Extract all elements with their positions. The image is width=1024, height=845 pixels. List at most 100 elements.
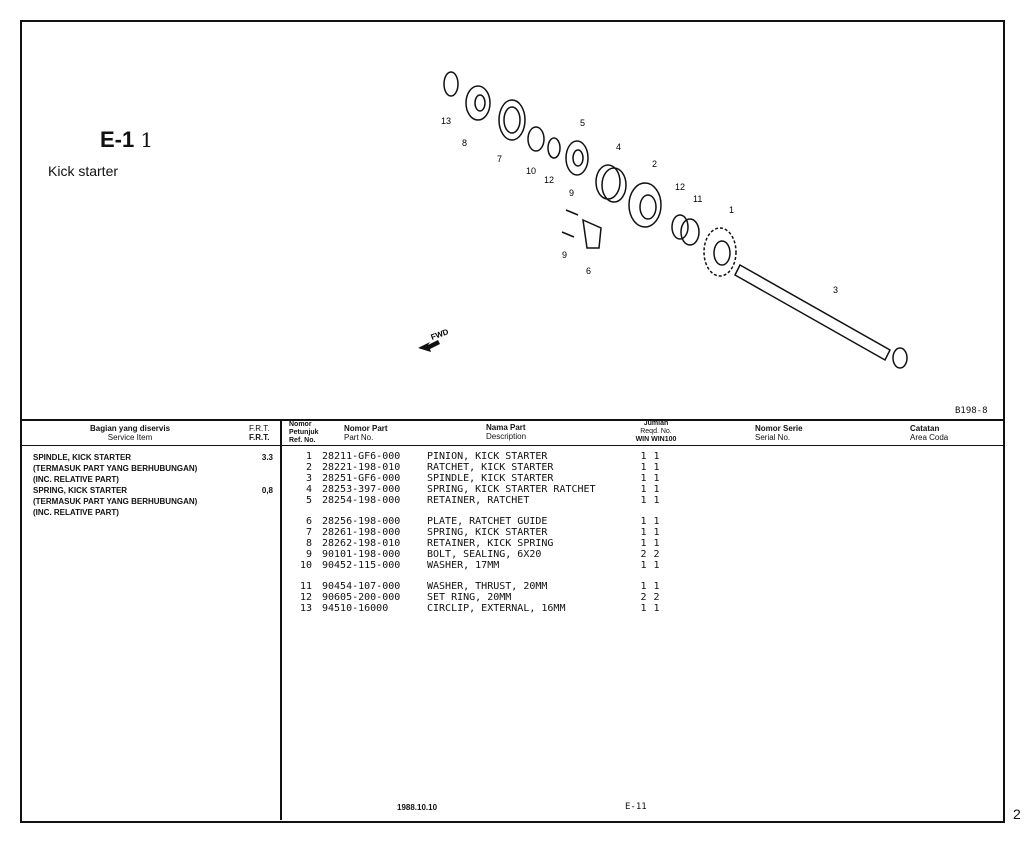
cell-ref: 13 bbox=[299, 603, 312, 614]
cell-part: 28256-198-000 bbox=[322, 516, 401, 527]
cell-desc: RETAINER, RATCHET bbox=[427, 495, 530, 506]
header-ref-id2: Petunjuk bbox=[289, 429, 319, 436]
cell-part: 90605-200-000 bbox=[322, 592, 401, 603]
retainer-5 bbox=[565, 140, 589, 176]
header-ref-en: Ref. No. bbox=[289, 437, 316, 444]
page-code: E-11 bbox=[625, 802, 647, 812]
cell-desc: SPRING, KICK STARTER RATCHET bbox=[427, 484, 596, 495]
cell-win100: 1 bbox=[653, 560, 660, 571]
pinion-1 bbox=[703, 227, 737, 277]
cell-desc: WASHER, 17MM bbox=[427, 560, 500, 571]
cell-ref: 3 bbox=[305, 473, 312, 484]
figure-code: B198-8 bbox=[955, 406, 988, 416]
cell-desc: PLATE, RATCHET GUIDE bbox=[427, 516, 548, 527]
cell-win: 1 bbox=[640, 538, 647, 549]
cell-win: 1 bbox=[640, 462, 647, 473]
cell-ref: 1 bbox=[305, 451, 312, 462]
cell-desc: CIRCLIP, EXTERNAL, 16MM bbox=[427, 603, 566, 614]
frt-value: 0,8 bbox=[261, 486, 273, 495]
header-part-id: Nomor Part bbox=[344, 424, 388, 433]
header-frt-en: F.R.T. bbox=[249, 433, 270, 442]
cell-win: 1 bbox=[640, 603, 647, 614]
cell-win100: 1 bbox=[653, 451, 660, 462]
cell-ref: 2 bbox=[305, 462, 312, 473]
cell-desc: BOLT, SEALING, 6X20 bbox=[427, 549, 542, 560]
cell-win: 1 bbox=[640, 560, 647, 571]
callout: 2 bbox=[652, 159, 657, 169]
cell-part: 28262-198-010 bbox=[322, 538, 401, 549]
cell-part: 28261-198-000 bbox=[322, 527, 401, 538]
cell-desc: SET RING, 20MM bbox=[427, 592, 512, 603]
cell-win: 1 bbox=[640, 581, 647, 592]
exploded-diagram: FWD 13 8 7 10 12 5 4 2 12 11 1 9 9 6 3 bbox=[418, 71, 908, 369]
cell-ref: 8 bbox=[305, 538, 312, 549]
header-qty-cols: WIN WIN100 bbox=[635, 436, 677, 443]
header-name-en: Description bbox=[486, 432, 527, 441]
cell-part: 90101-198-000 bbox=[322, 549, 401, 560]
callout: 6 bbox=[586, 266, 591, 276]
callout: 9 bbox=[562, 250, 567, 260]
cell-part: 28251-GF6-000 bbox=[322, 473, 401, 484]
cell-ref: 11 bbox=[299, 581, 312, 592]
cell-win: 2 bbox=[640, 592, 647, 603]
cell-win: 2 bbox=[640, 549, 647, 560]
cell-desc: RATCHET, KICK STARTER bbox=[427, 462, 554, 473]
cell-win100: 1 bbox=[653, 516, 660, 527]
header-qty-en: Reqd. No. bbox=[640, 428, 672, 435]
header-part-en: Part No. bbox=[344, 433, 374, 442]
cell-ref: 7 bbox=[305, 527, 312, 538]
cell-desc: SPRING, KICK STARTER bbox=[427, 527, 548, 538]
service-item: SPRING, KICK STARTER (TERMASUK PART YANG… bbox=[33, 486, 273, 517]
cell-desc: SPINDLE, KICK STARTER bbox=[427, 473, 554, 484]
cell-ref: 4 bbox=[305, 484, 312, 495]
cell-part: 28253-397-000 bbox=[322, 484, 401, 495]
header-notes-id: Catatan bbox=[910, 424, 940, 433]
cell-win: 1 bbox=[640, 451, 647, 462]
callout: 9 bbox=[569, 188, 574, 198]
washer-10 bbox=[527, 126, 545, 152]
callout: 3 bbox=[833, 285, 838, 295]
cell-desc: PINION, KICK STARTER bbox=[427, 451, 548, 462]
divider bbox=[20, 445, 1003, 446]
callout: 10 bbox=[526, 166, 536, 176]
callout: 12 bbox=[675, 182, 685, 192]
cell-win100: 1 bbox=[653, 538, 660, 549]
spring-7 bbox=[498, 99, 526, 141]
cell-win100: 2 bbox=[653, 592, 660, 603]
cell-win100: 2 bbox=[653, 549, 660, 560]
cell-ref: 9 bbox=[305, 549, 312, 560]
cell-win: 1 bbox=[640, 527, 647, 538]
callout: 4 bbox=[616, 142, 621, 152]
callout: 8 bbox=[462, 138, 467, 148]
divider bbox=[280, 420, 282, 820]
page-frame bbox=[20, 20, 1005, 823]
header-service-en: Service Item bbox=[107, 433, 153, 442]
print-date: 1988.10.10 bbox=[397, 803, 438, 812]
retainer-8 bbox=[465, 85, 491, 121]
service-item: SPINDLE, KICK STARTER (TERMASUK PART YAN… bbox=[33, 453, 273, 484]
header-serial-id: Nomor Serie bbox=[755, 424, 803, 433]
fwd-arrow-icon bbox=[418, 340, 440, 352]
ratchet-2 bbox=[628, 182, 662, 228]
divider bbox=[20, 419, 1003, 421]
cell-ref: 5 bbox=[305, 495, 312, 506]
cell-ref: 6 bbox=[305, 516, 312, 527]
cell-win: 1 bbox=[640, 473, 647, 484]
cell-part: 28254-198-000 bbox=[322, 495, 401, 506]
cell-win100: 1 bbox=[653, 495, 660, 506]
section-title: Kick starter bbox=[48, 163, 119, 179]
header-frt-id: F.R.T. bbox=[249, 424, 270, 433]
frt-value: 3.3 bbox=[261, 453, 273, 462]
